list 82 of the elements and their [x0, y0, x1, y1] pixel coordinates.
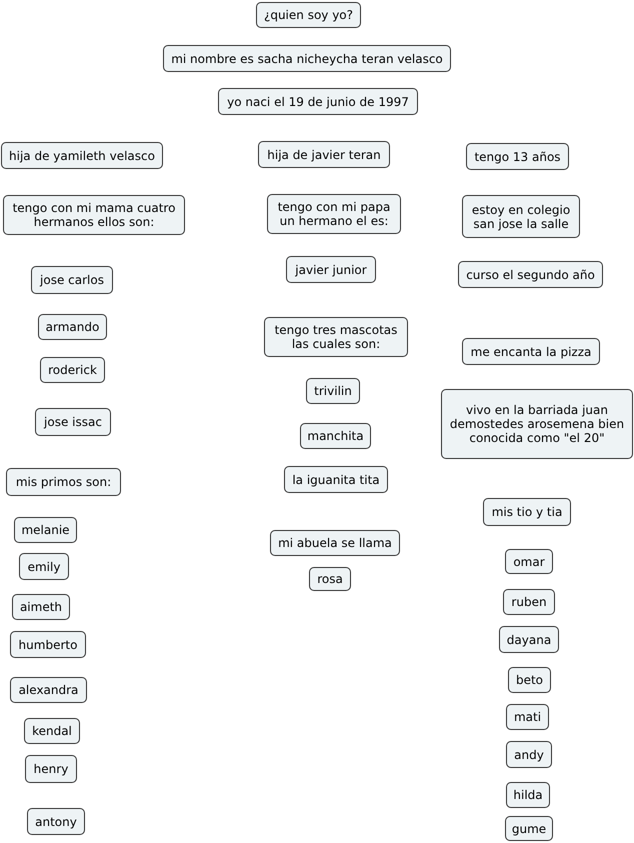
concept-text: dayana: [506, 632, 552, 646]
concept-box: [466, 143, 569, 170]
concept-box: [6, 468, 121, 496]
concept-box: [10, 677, 87, 703]
concept-box: [506, 782, 550, 808]
concept-box: [163, 45, 451, 72]
concept-text: javier junior: [295, 262, 367, 276]
concept-box: [270, 530, 400, 556]
concept-box: [284, 466, 388, 493]
concept-box: [3, 195, 185, 235]
concept-box: [25, 755, 77, 783]
concept-box: [462, 338, 600, 365]
concept-text: melanie: [21, 523, 70, 537]
concept-text: mis primos son:: [16, 475, 112, 489]
concept-text: hija de javier teran: [267, 148, 381, 162]
concept-box: [14, 517, 77, 543]
concept-text: tengo tres mascotas las cuales son:: [274, 323, 398, 351]
concept-text: omar: [513, 554, 545, 568]
concept-box: [506, 704, 549, 730]
concept-text: mi nombre es sacha nicheycha teran velasco: [171, 52, 443, 66]
concept-box: [505, 816, 553, 841]
concept-text: jose carlos: [40, 273, 104, 287]
concept-box: [1, 142, 163, 169]
concept-text: alexandra: [18, 683, 78, 697]
concept-box: [458, 261, 603, 288]
concept-text: mis tio y tia: [492, 505, 562, 519]
concept-box: [256, 2, 361, 28]
concept-box: [441, 389, 633, 459]
concept-box: [503, 589, 555, 615]
concept-text: kendal: [32, 724, 72, 738]
concept-box: [35, 408, 111, 436]
concept-box: [38, 314, 107, 340]
concept-box: [218, 88, 418, 115]
concept-box: [10, 631, 86, 658]
concept-text: hilda: [513, 788, 543, 802]
concept-box: [462, 195, 580, 238]
concept-text: emily: [28, 560, 60, 574]
concept-text: antony: [35, 814, 77, 828]
concept-box: [31, 266, 113, 294]
concept-box: [505, 549, 553, 574]
concept-box: [264, 317, 408, 357]
concept-box: [300, 423, 371, 449]
concept-text: hija de yamileth velasco: [9, 148, 155, 162]
concept-text: tengo con mi mama cuatro hermanos ellos son:: [12, 201, 176, 229]
concept-box: [258, 141, 390, 168]
concept-box: [306, 378, 360, 404]
concept-box: [27, 808, 85, 835]
concept-text: beto: [516, 673, 544, 687]
concept-text: trivilin: [314, 384, 352, 398]
concept-text: vivo en la barriada juan demostedes arosemena bien conocida como "el 20": [448, 403, 626, 445]
concept-box: [267, 194, 401, 234]
concept-box: [483, 498, 571, 526]
concept-text: la iguanita tita: [292, 472, 380, 486]
concept-text: roderick: [48, 363, 97, 377]
concept-box: [12, 594, 70, 620]
concept-text: humberto: [18, 638, 78, 652]
concept-text: me encanta la pizza: [470, 344, 592, 358]
concept-text: ruben: [511, 595, 547, 609]
concept-text: ¿quien soy yo?: [264, 8, 354, 22]
concept-box: [506, 741, 552, 768]
concept-box: [309, 567, 351, 591]
concept-text: armando: [46, 320, 100, 334]
concept-text: mati: [514, 710, 542, 724]
concept-box: [19, 553, 69, 580]
concept-text: gume: [512, 822, 546, 836]
concept-text: henry: [34, 762, 68, 776]
concept-text: estoy en colegio san jose la salle: [470, 202, 572, 230]
concept-text: aimeth: [20, 600, 62, 614]
concept-text: mi abuela se llama: [278, 536, 392, 550]
concept-box: [508, 667, 551, 693]
concept-box: [286, 256, 376, 283]
concept-text: andy: [514, 748, 544, 762]
concept-text: yo naci el 19 de junio de 1997: [227, 94, 409, 108]
concept-text: jose issac: [44, 415, 102, 429]
concept-text: tengo con mi papa un hermano el es:: [276, 200, 392, 228]
concept-box: [40, 357, 105, 383]
concept-box: [499, 626, 559, 653]
concept-text: rosa: [317, 572, 343, 586]
concept-text: tengo 13 años: [474, 150, 561, 164]
concept-text: manchita: [307, 429, 364, 443]
concept-box: [24, 718, 80, 744]
concept-text: curso el segundo año: [466, 268, 595, 282]
